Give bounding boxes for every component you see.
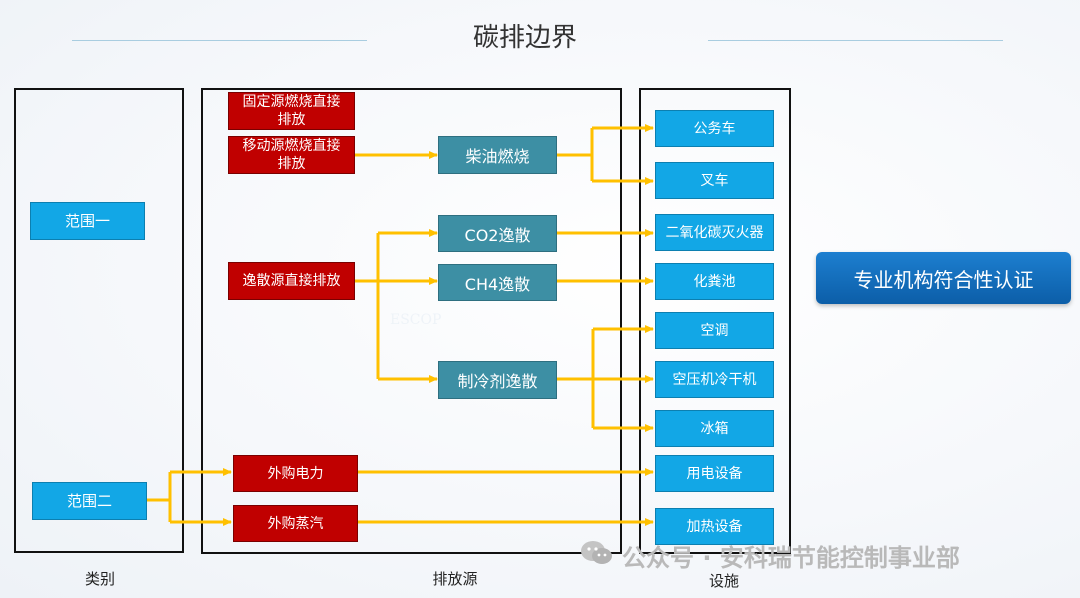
title-left-line: [72, 40, 367, 41]
refrigerant-process-box: 制冷剂逸散: [438, 361, 557, 399]
co2-extinguisher-box: 二氧化碳灭火器: [655, 214, 774, 251]
source-frame: [201, 88, 622, 554]
purchased-steam-box: 外购蒸汽: [233, 505, 358, 542]
forklift-box: 叉车: [655, 162, 774, 199]
category-frame: [14, 88, 184, 553]
heating-equipment-box: 加热设备: [655, 508, 774, 545]
septic-tank-box: 化粪池: [655, 263, 774, 300]
certification-box: 专业机构符合性认证: [816, 252, 1071, 304]
wechat-icon: [581, 541, 612, 564]
electric-equipment-box: 用电设备: [655, 455, 774, 492]
watermark-text: 公众号 · 安科瑞节能控制事业部: [622, 544, 960, 572]
facility-frame: [639, 88, 791, 554]
ch4-process-box: CH4逸散: [438, 264, 557, 301]
mobile-source-box: 移动源燃烧直接排放: [228, 136, 355, 174]
scope1-box: 范围一: [30, 202, 145, 240]
facility-caption: 设施: [708, 572, 739, 590]
diesel-process-box: 柴油燃烧: [438, 136, 557, 174]
air-compressor-dryer-box: 空压机冷干机: [655, 361, 774, 398]
fugitive-source-box: 逸散源直接排放: [228, 262, 355, 300]
diagram-title: 碳排边界: [472, 23, 577, 53]
purchased-power-box: 外购电力: [233, 455, 358, 492]
title-right-line: [708, 40, 1003, 41]
air-conditioner-box: 空调: [655, 312, 774, 349]
refrigerator-box: 冰箱: [655, 410, 774, 447]
stationary-source-box: 固定源燃烧直接排放: [228, 92, 355, 130]
category-caption: 类别: [84, 570, 115, 588]
faint-logo-text: ESCOP: [390, 312, 442, 328]
official-car-box: 公务车: [655, 110, 774, 147]
co2-process-box: CO2逸散: [438, 215, 557, 252]
scope2-box: 范围二: [32, 482, 147, 520]
source-caption: 排放源: [432, 570, 478, 588]
